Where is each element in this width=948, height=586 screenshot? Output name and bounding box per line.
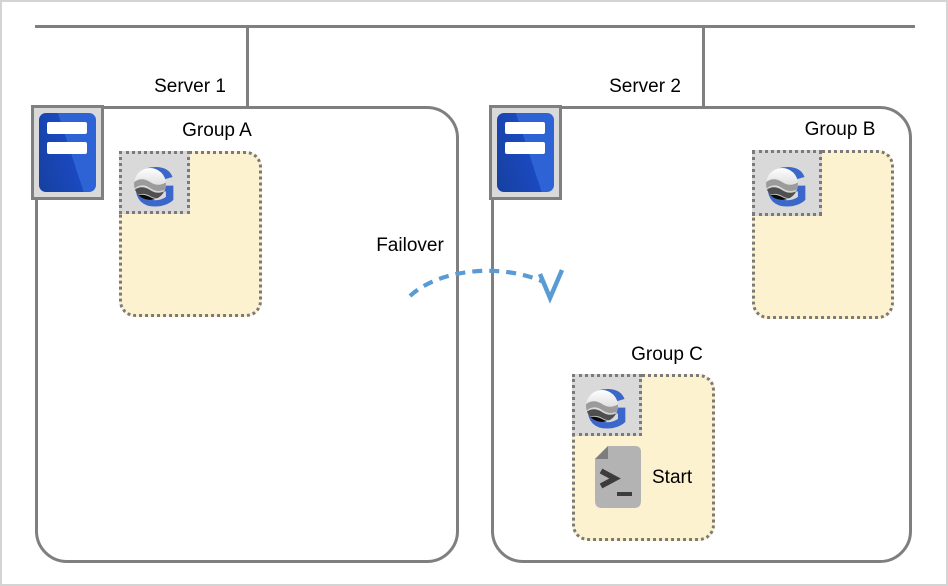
script-file-icon (595, 446, 641, 508)
failover-label: Failover (376, 235, 444, 256)
start-action-label: Start (652, 467, 693, 488)
server1-server-tower-icon (31, 105, 104, 200)
server2-server-tower-icon (489, 105, 562, 200)
group-c-g-globe-logo-icon (572, 374, 642, 436)
failover-arrow (408, 268, 565, 304)
server-slot-bar (47, 122, 87, 134)
server-slot-bar (505, 142, 545, 154)
server1-label: Server 1 (154, 76, 226, 97)
group-a-g-globe-logo-icon (119, 151, 190, 214)
group-b-label: Group B (804, 119, 876, 140)
server-tower-body (39, 113, 96, 192)
group-c-label: Group C (631, 344, 703, 365)
server2-label: Server 2 (609, 76, 681, 97)
server-slot-bar (47, 142, 87, 154)
group-a-label: Group A (182, 120, 252, 141)
server2-drop-line (702, 25, 705, 107)
server-tower-body (497, 113, 554, 192)
group-b-g-globe-logo-icon (752, 150, 822, 216)
server1-drop-line (246, 25, 249, 107)
server-slot-bar (505, 122, 545, 134)
network-bus-line (35, 25, 915, 28)
